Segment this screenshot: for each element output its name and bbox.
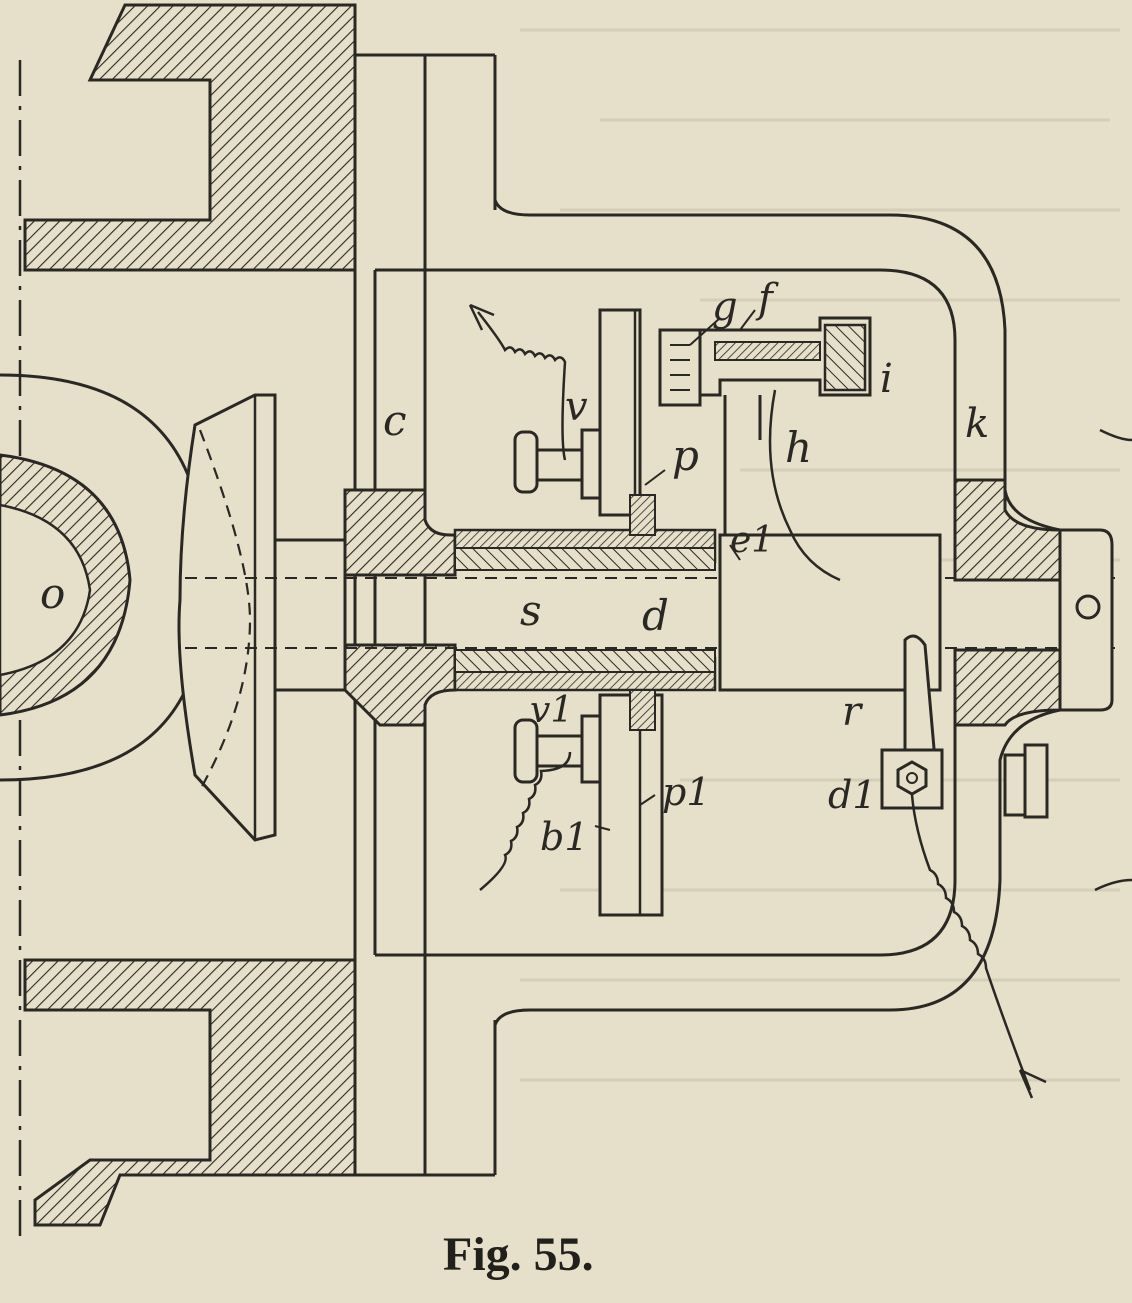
set-screw-icon bbox=[513, 428, 602, 500]
wheel-ring bbox=[0, 373, 192, 782]
label-g: g bbox=[712, 284, 738, 330]
arrow-up-left-icon bbox=[1018, 1068, 1047, 1099]
bevel-wheel bbox=[177, 393, 277, 842]
nut-icon bbox=[896, 760, 928, 796]
arrow-up-left-icon bbox=[468, 303, 495, 331]
brush-arm-inner bbox=[714, 341, 821, 361]
label-i: i bbox=[880, 356, 893, 402]
sleeve-inner-upper bbox=[454, 547, 716, 571]
wire-h bbox=[768, 389, 841, 582]
brush-cap-i bbox=[823, 323, 867, 392]
spring-box-coils bbox=[670, 344, 690, 391]
disc-p-hub bbox=[629, 494, 656, 536]
edge-arc-bottom bbox=[1094, 878, 1132, 892]
label-c: c bbox=[383, 396, 407, 445]
column-lines bbox=[353, 53, 497, 1177]
label-k: k bbox=[965, 401, 989, 447]
shaft-end-hole bbox=[1075, 594, 1101, 620]
leader-lines bbox=[594, 309, 756, 831]
set-screw-icon bbox=[513, 714, 602, 784]
label-h: h bbox=[785, 423, 812, 472]
disc-p bbox=[598, 308, 642, 517]
shaft-end bbox=[1058, 528, 1114, 712]
lever-r bbox=[903, 634, 937, 762]
coil-wire-lower bbox=[479, 751, 572, 891]
brush-support bbox=[723, 395, 762, 535]
label-o: o bbox=[40, 569, 65, 618]
label-v: v bbox=[565, 384, 588, 430]
label-b1: b1 bbox=[540, 815, 589, 859]
edge-arc-top bbox=[1099, 428, 1132, 442]
disc-p1-hub bbox=[629, 689, 656, 731]
shaft-collar bbox=[718, 533, 942, 692]
label-p: p bbox=[672, 431, 699, 480]
housing-outer bbox=[493, 199, 1061, 1026]
label-d: d bbox=[642, 591, 669, 640]
disc-p1 bbox=[598, 693, 664, 917]
label-r: r bbox=[842, 689, 864, 735]
coil-wire-top bbox=[477, 311, 567, 461]
coil-wire-right bbox=[910, 794, 1032, 1091]
sleeve-inner-lower bbox=[454, 649, 716, 673]
bolt-icon bbox=[1003, 743, 1049, 819]
label-p1: p1 bbox=[662, 770, 711, 814]
figure-caption: Fig. 55. bbox=[443, 1228, 594, 1281]
wheel-hub-dark bbox=[0, 503, 92, 677]
housing-inner bbox=[375, 268, 957, 957]
label-s: s bbox=[520, 586, 542, 635]
label-e1: e1 bbox=[730, 520, 774, 561]
label-d1: d1 bbox=[828, 773, 877, 817]
shaft-left bbox=[273, 538, 347, 692]
label-v1: v1 bbox=[530, 690, 573, 731]
